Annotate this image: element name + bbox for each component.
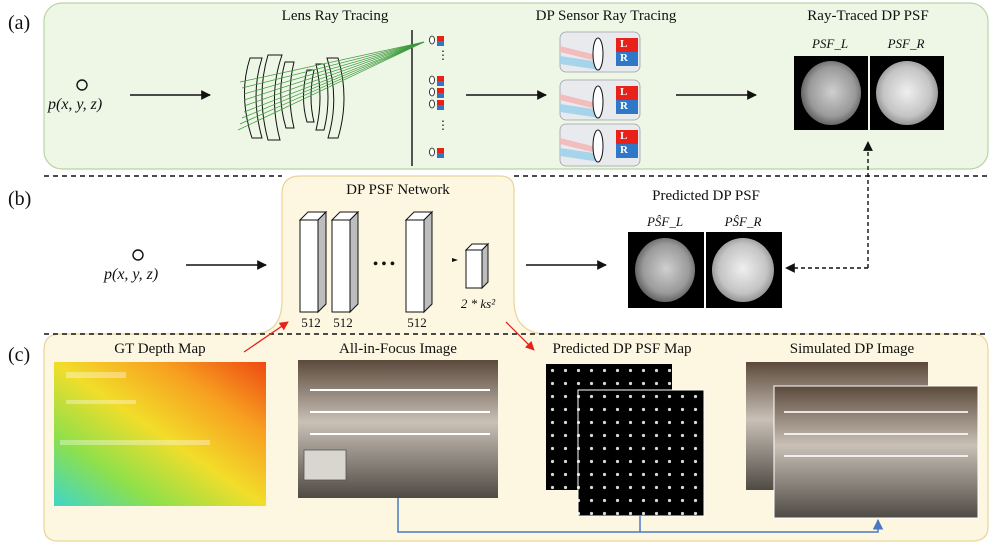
pixel-label-l-3: L: [620, 130, 628, 142]
psf-map-front: [577, 389, 705, 517]
depth-map-structure: [60, 372, 210, 445]
panel-label-a: (a): [8, 12, 31, 34]
point-icon-a: [76, 79, 88, 91]
panel-a-background: [43, 2, 989, 170]
psf-title: Ray-Traced DP PSF: [807, 8, 929, 24]
sim-image-front: [773, 385, 979, 519]
network-layers: [298, 210, 490, 314]
ellipsis-bottom: ⋮: [437, 118, 449, 132]
aif-printer: [303, 449, 347, 481]
layer-label-2: 512: [333, 315, 353, 330]
depth-map-image: [54, 362, 266, 506]
pred-psf-r-blob: [712, 238, 774, 302]
lens-rays: [237, 41, 425, 131]
psf-right-label: PSF_R: [887, 36, 925, 51]
layers-ellipsis: • • •: [373, 257, 395, 272]
aif-shelves: [310, 389, 490, 435]
ellipsis-top: ⋮: [437, 48, 449, 62]
psf-r-blob: [876, 61, 938, 125]
pixel-label-r-2: R: [620, 100, 628, 112]
psf-l-blob: [801, 61, 861, 125]
blue-connector: [397, 498, 884, 533]
depth-map-title: GT Depth Map: [114, 341, 206, 357]
red-arrow-to-network: [243, 321, 289, 353]
output-size-label: 2 * ks²: [460, 296, 496, 311]
sensor-title: DP Sensor Ray Tracing: [535, 8, 677, 24]
lens-title: Lens Ray Tracing: [281, 8, 389, 24]
pixel-label-l-2: L: [620, 86, 628, 98]
pixel-label-l-1: L: [620, 38, 628, 50]
pixel-label-r-1: R: [620, 52, 628, 64]
network-title: DP PSF Network: [346, 182, 450, 198]
point-label-a: p(x, y, z): [48, 96, 103, 113]
pred-psf-title: Predicted DP PSF: [652, 188, 760, 204]
layer-label-1: 512: [301, 315, 321, 330]
psf-map-title: Predicted DP PSF Map: [552, 341, 692, 357]
red-arrow-to-psfmap: [505, 321, 535, 351]
pred-psf-l-blob: [635, 238, 695, 302]
aif-title: All-in-Focus Image: [339, 341, 457, 357]
sensor-pixel-stack: [429, 35, 444, 158]
panel-label-c: (c): [8, 344, 31, 366]
sim-image-title: Simulated DP Image: [789, 341, 915, 357]
panel-label-b: (b): [8, 188, 32, 210]
psf-left-label: PSF_L: [811, 36, 849, 51]
pixel-label-r-3: R: [620, 144, 628, 156]
pred-psf-left-label: PŜF_L: [646, 214, 684, 229]
point-icon-b: [132, 249, 144, 261]
point-label-b: p(x, y, z): [104, 266, 159, 283]
sim-shelves: [784, 411, 968, 457]
small-arrow-icon: [452, 258, 458, 262]
dp-sensor-cells: [559, 31, 641, 167]
pred-psf-right-label: PŜF_R: [724, 214, 762, 229]
layer-label-3: 512: [407, 315, 427, 330]
